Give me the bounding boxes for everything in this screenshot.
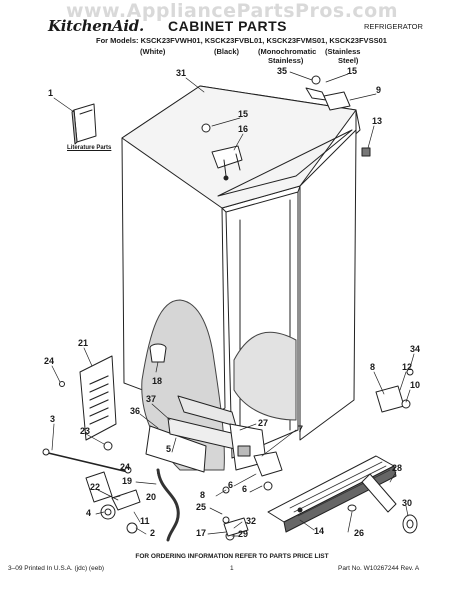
leveling-rod bbox=[42, 448, 129, 473]
callout-18: 18 bbox=[152, 376, 163, 386]
variant-monochromatic: (Monochromatic bbox=[258, 47, 317, 56]
callout-21: 21 bbox=[78, 338, 89, 348]
part-number: Part No. W10267244 Rev. A bbox=[338, 565, 420, 572]
ordering-note: FOR ORDERING INFORMATION REFER TO PARTS … bbox=[135, 553, 329, 560]
variant-black: (Black) bbox=[214, 47, 240, 56]
right-side-bracket bbox=[375, 368, 414, 413]
leader-lines bbox=[51, 71, 415, 537]
callout-20: 20 bbox=[146, 492, 157, 502]
callout-3: 3 bbox=[50, 414, 56, 424]
callout-36: 36 bbox=[130, 406, 141, 416]
variant-white: (White) bbox=[140, 47, 166, 56]
callout-34: 34 bbox=[410, 344, 421, 354]
callout-37: 37 bbox=[146, 394, 157, 404]
callout-6-upper: 6 bbox=[228, 480, 234, 490]
variant-steel: Steel) bbox=[338, 56, 359, 65]
callout-24-bottom: 24 bbox=[120, 462, 131, 472]
callout-26: 26 bbox=[354, 528, 365, 538]
callout-28: 28 bbox=[392, 463, 403, 473]
page-title: CABINET PARTS bbox=[168, 18, 288, 34]
callout-31: 31 bbox=[176, 68, 187, 78]
callout-8-right: 8 bbox=[370, 362, 376, 372]
small-fasteners bbox=[223, 517, 249, 537]
callout-7: 7 bbox=[298, 424, 304, 434]
watermark: www.AppliancePartsPros.com bbox=[65, 0, 399, 22]
callout-9: 9 bbox=[376, 85, 382, 95]
category-label: REFRIGERATOR bbox=[364, 22, 423, 31]
print-info: 3–09 Printed In U.S.A. (jdc) (eeb) bbox=[8, 565, 105, 572]
callout-8-lower: 8 bbox=[200, 490, 206, 500]
right-roller-assembly bbox=[347, 473, 418, 534]
upper-right-hinge bbox=[305, 75, 371, 157]
page-number: 1 bbox=[230, 565, 234, 572]
callout-24-left: 24 bbox=[44, 356, 55, 366]
cabinet-shell bbox=[121, 85, 361, 471]
drain-hose-assembly bbox=[145, 417, 249, 542]
variant-stainless: (Stainless bbox=[325, 47, 361, 56]
callout-30: 30 bbox=[402, 498, 413, 508]
callout-1: 1 bbox=[48, 88, 54, 98]
top-hinge-bracket bbox=[201, 123, 243, 181]
callout-11: 11 bbox=[140, 516, 150, 526]
callout-5: 5 bbox=[166, 444, 172, 454]
callout-4: 4 bbox=[86, 508, 92, 518]
callout-10: 10 bbox=[410, 380, 421, 390]
callout-35: 35 bbox=[277, 66, 288, 76]
callout-29: 29 bbox=[238, 529, 249, 539]
variant-stainless-cont: Stainless) bbox=[268, 56, 304, 65]
literature-parts-label: Literature Parts bbox=[67, 145, 112, 151]
side-access-panel bbox=[59, 355, 117, 441]
literature-booklet bbox=[71, 103, 97, 145]
callout-22: 22 bbox=[90, 482, 101, 492]
callout-27: 27 bbox=[258, 418, 269, 428]
models-line: For Models: KSCK23FVWH01, KSCK23FVBL01, … bbox=[96, 36, 387, 45]
callout-19: 19 bbox=[122, 476, 133, 486]
callout-2: 2 bbox=[150, 528, 156, 538]
brand-logo: KitchenAid. bbox=[48, 17, 144, 35]
callout-32: 32 bbox=[246, 516, 257, 526]
callout-15: 15 bbox=[238, 109, 249, 119]
callout-17: 17 bbox=[196, 528, 207, 538]
callout-16: 16 bbox=[238, 124, 249, 134]
callout-25: 25 bbox=[196, 502, 207, 512]
drain-fitting bbox=[149, 343, 167, 363]
callout-12: 12 bbox=[402, 362, 413, 372]
left-leg-assembly bbox=[85, 441, 141, 534]
callout-6-lower: 6 bbox=[242, 484, 248, 494]
callout-14: 14 bbox=[314, 526, 325, 536]
callout-15-top: 15 bbox=[347, 66, 358, 76]
callout-23: 23 bbox=[80, 426, 91, 436]
callout-13: 13 bbox=[372, 116, 383, 126]
